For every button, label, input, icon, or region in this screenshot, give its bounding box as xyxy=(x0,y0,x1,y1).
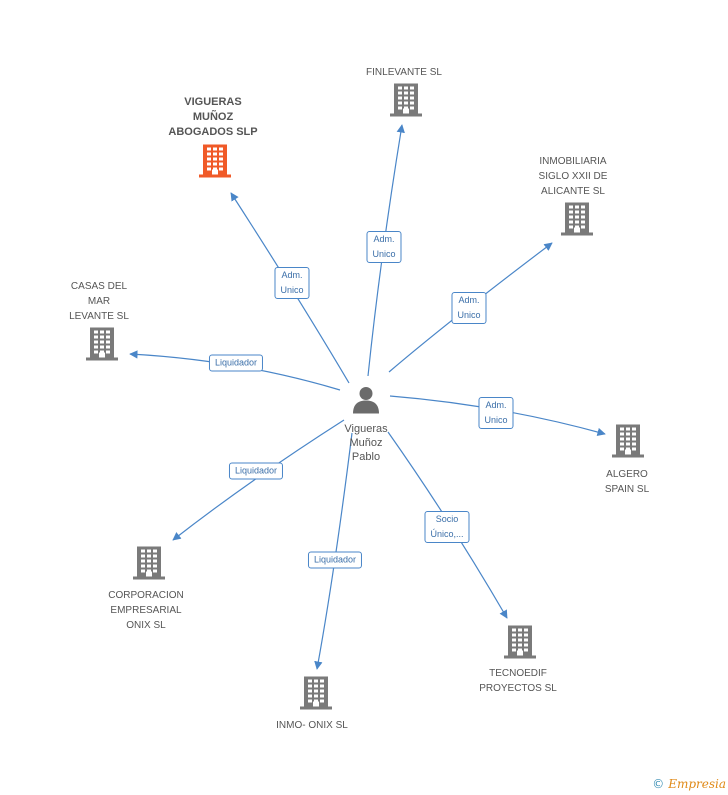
name-line: Vigueras xyxy=(344,423,388,435)
company-label-line: INMO- ONIX SL xyxy=(276,720,348,731)
company-label-line: ALGERO xyxy=(606,469,648,480)
building-icon[interactable] xyxy=(561,201,593,242)
company-label-line: ONIX SL xyxy=(126,620,166,631)
relation-label-line: Adm. xyxy=(485,400,507,410)
building-icon-shape xyxy=(612,424,644,458)
building-icon[interactable] xyxy=(86,326,118,367)
relation-label-inmo[interactable]: Liquidador xyxy=(307,551,363,569)
brand-name: Empresia xyxy=(668,777,726,791)
company-label-line: SPAIN SL xyxy=(604,484,650,495)
company-label-line: CASAS DEL xyxy=(70,281,128,292)
company-label-casas[interactable]: CASAS DEL MAR LEVANTE SL xyxy=(69,279,129,324)
relation-label-line: Unico xyxy=(372,249,396,259)
relation-label-vigueras[interactable]: Adm. Unico xyxy=(274,267,310,299)
company-label-line: VIGUERAS xyxy=(184,96,242,108)
building-icon[interactable] xyxy=(612,423,644,464)
company-label-line: INMOBILIARIA xyxy=(539,156,607,167)
company-label-corporacion[interactable]: CORPORACION EMPRESARIAL ONIX SL xyxy=(108,588,184,633)
company-label-inmobiliaria[interactable]: INMOBILIARIA SIGLO XXII DE ALICANTE SL xyxy=(539,154,608,199)
relation-label-line: Adm. xyxy=(281,270,303,280)
building-icon-shape xyxy=(504,625,536,659)
relation-label-line: Liquidador xyxy=(234,465,278,476)
edge-corporacion xyxy=(172,419,345,541)
company-label-line: FINLEVANTE SL xyxy=(366,67,442,78)
building-icon[interactable] xyxy=(504,624,536,665)
company-label-tecnoedif[interactable]: TECNOEDIF PROYECTOS SL xyxy=(479,666,557,696)
company-label-line: TECNOEDIF xyxy=(489,668,547,679)
relation-label-line: Adm. xyxy=(458,295,480,305)
building-icon-shape xyxy=(390,83,422,117)
building-icon[interactable] xyxy=(133,545,165,586)
company-label-line: LEVANTE SL xyxy=(69,311,129,322)
relation-label-line: Adm. xyxy=(373,234,395,244)
company-label-line: ALICANTE SL xyxy=(541,186,605,197)
footer-brand: ©Empresia xyxy=(652,777,726,791)
relation-label-line: Unico xyxy=(484,415,508,425)
company-label-inmo[interactable]: INMO- ONIX SL xyxy=(276,718,348,733)
relation-label-corporacion[interactable]: Liquidador xyxy=(228,462,284,480)
person-icon[interactable] xyxy=(351,385,381,420)
company-label-line: MUÑOZ xyxy=(192,111,234,123)
building-icon-shape xyxy=(86,327,118,361)
company-label-line: PROYECTOS SL xyxy=(479,683,557,694)
company-label-vigueras[interactable]: VIGUERAS MUÑOZ ABOGADOS SLP xyxy=(168,95,257,140)
relation-label-inmobiliaria[interactable]: Adm. Unico xyxy=(451,292,487,324)
company-label-line: EMPRESARIAL xyxy=(110,605,182,616)
center-person-name[interactable]: Vigueras Muñoz Pablo xyxy=(344,422,387,464)
relation-label-casas[interactable]: Liquidador xyxy=(208,354,264,372)
copyright-icon: © xyxy=(652,777,665,791)
relation-label-line: Socio xyxy=(435,514,459,524)
building-icon[interactable] xyxy=(300,675,332,716)
building-icon[interactable] xyxy=(390,82,422,123)
name-line: Pablo xyxy=(351,451,381,463)
relation-label-line: Único,... xyxy=(430,529,464,539)
building-icon-shape xyxy=(561,202,593,236)
building-icon-shape xyxy=(199,144,231,178)
building-icon-shape xyxy=(133,546,165,580)
relation-label-line: Unico xyxy=(457,310,481,320)
company-label-line: MAR xyxy=(87,296,111,307)
relation-label-line: Liquidador xyxy=(313,554,357,565)
company-label-algero[interactable]: ALGERO SPAIN SL xyxy=(605,467,649,497)
company-label-finlevante[interactable]: FINLEVANTE SL xyxy=(366,65,442,80)
company-label-line: ABOGADOS SLP xyxy=(168,126,258,138)
name-line: Muñoz xyxy=(349,437,383,449)
company-label-line: SIGLO XXII DE xyxy=(538,171,608,182)
relation-label-line: Unico xyxy=(280,285,304,295)
relation-label-finlevante[interactable]: Adm. Unico xyxy=(366,231,402,263)
company-label-line: CORPORACION xyxy=(108,590,184,601)
building-icon[interactable] xyxy=(199,143,231,184)
relation-label-algero[interactable]: Adm. Unico xyxy=(478,397,514,429)
relation-label-line: Liquidador xyxy=(214,357,258,368)
building-icon-shape xyxy=(300,676,332,710)
